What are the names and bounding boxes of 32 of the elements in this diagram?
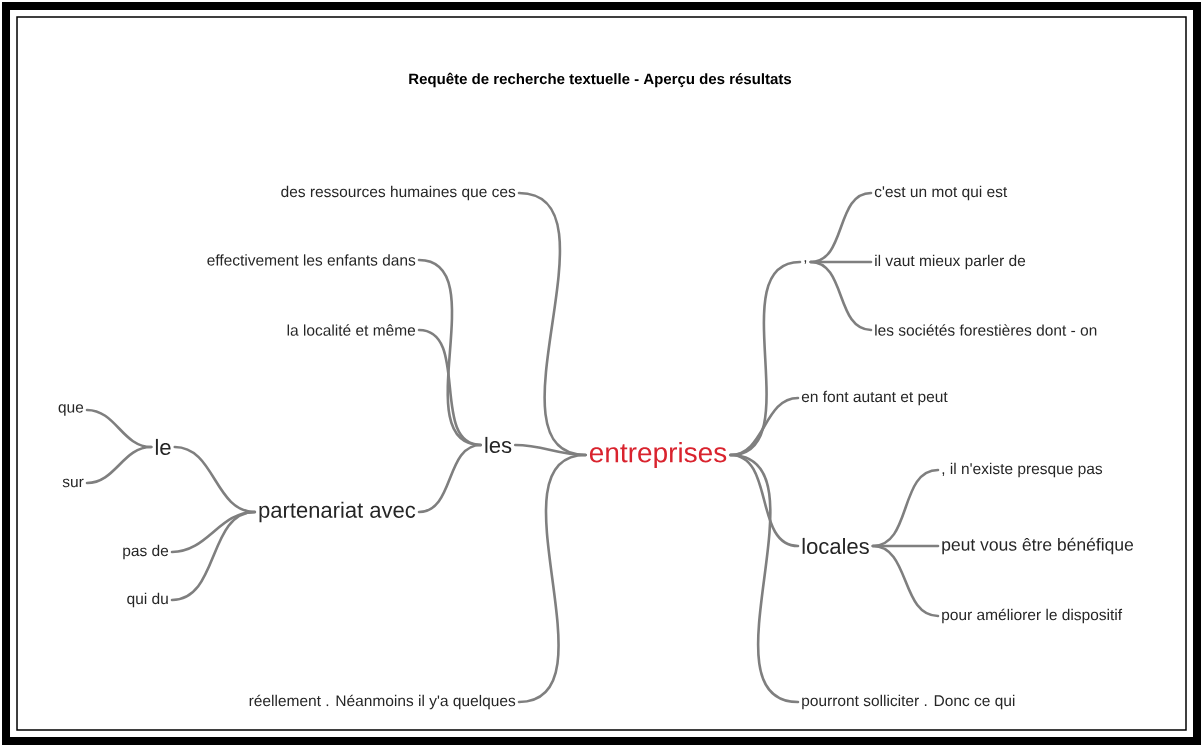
phrase-text: la localité et même <box>287 324 416 336</box>
branch-line <box>417 443 483 514</box>
phrase-text: pas de <box>123 544 169 560</box>
phrase-text: , <box>804 260 807 264</box>
branch-line <box>85 445 153 485</box>
phrase-text: les sociétés forestières dont - on <box>875 324 1097 336</box>
phrase-text: que <box>58 404 84 416</box>
phrase-text: locales <box>802 537 869 555</box>
branch-line <box>871 468 940 548</box>
branch-line <box>170 510 257 602</box>
phrase-text: le <box>155 438 171 456</box>
branch-line <box>729 396 800 457</box>
phrase-text: partenariat avec <box>259 501 416 523</box>
branch-line <box>871 544 940 618</box>
phrase-text: effectivement les enfants dans <box>207 254 416 266</box>
phrase-text: sur <box>62 478 84 488</box>
phrase-text: c'est un mot qui est <box>874 185 1008 201</box>
phrase-text: en font autant et peut <box>801 390 948 406</box>
phrase-text: pourront solliciter . Donc ce qui <box>802 694 1015 710</box>
phrase-text: , il n'existe presque pas <box>942 462 1103 478</box>
branch-line <box>729 453 800 704</box>
phrase-text: qui du <box>127 592 168 608</box>
phrase-text: des ressources humaines que ces <box>281 185 516 201</box>
branch-line <box>517 453 587 704</box>
phrase-text: réellement . Néanmoins il y'a quelques <box>249 694 516 710</box>
phrase-text: peut vous être bénéfique <box>942 537 1134 555</box>
phrase-text: il vaut mieux parler de <box>875 254 1026 270</box>
branch-line <box>809 260 873 332</box>
title: Requête de recherche textuelle - Aperçu des résultats <box>409 72 792 88</box>
phrase-text: les <box>485 436 512 454</box>
phrase-text: pour améliorer le dispositif <box>942 608 1123 624</box>
keyword-text: entreprises <box>589 441 727 469</box>
